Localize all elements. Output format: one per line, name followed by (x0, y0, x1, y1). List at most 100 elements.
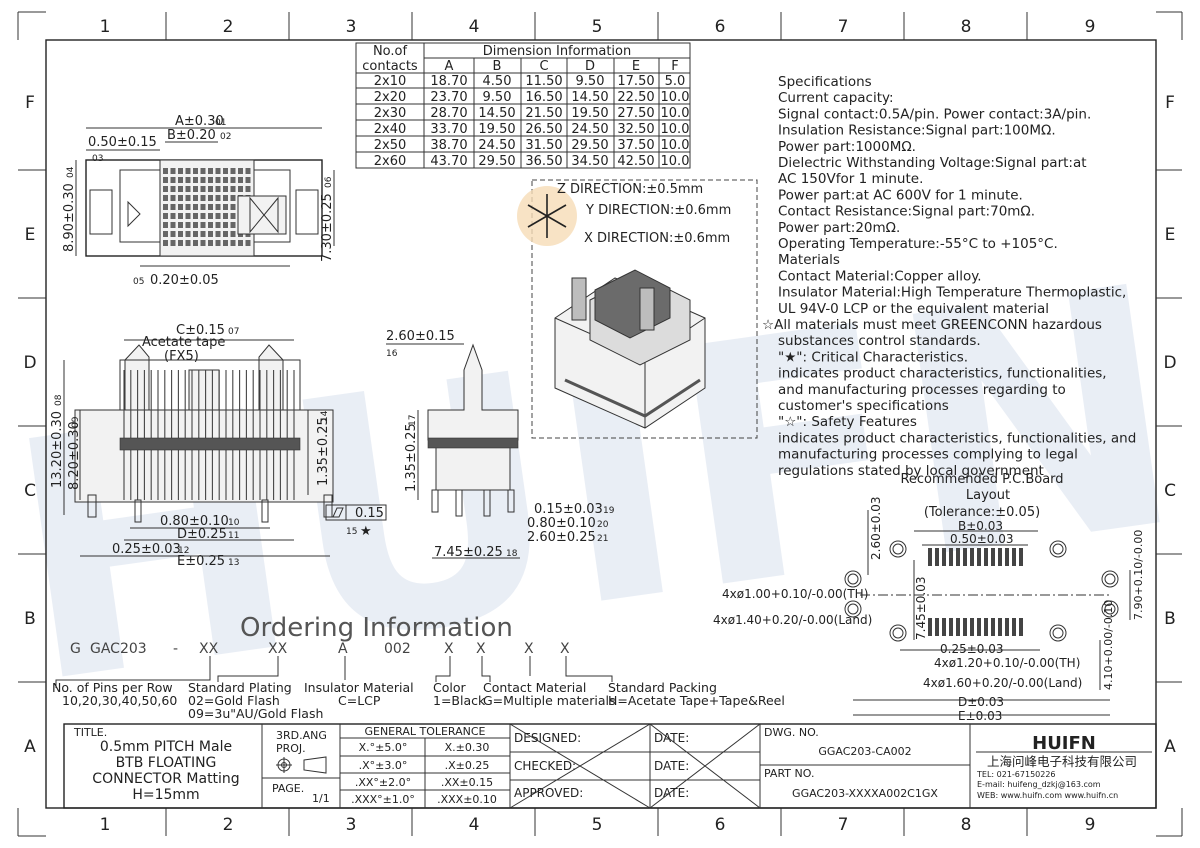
col-label: 8 (961, 17, 972, 37)
dim-tag: 21 (597, 534, 608, 544)
table-cell: 5.0 (665, 74, 686, 89)
spec-line: Operating Temperature:-55°C to +105°C. (778, 236, 1058, 252)
dim-890: 8.90±0.30 (62, 183, 77, 252)
spec-line: Insulation Resistance:Signal part:100MΩ. (778, 123, 1056, 139)
company-tel: TEL: 021-67150226 (976, 770, 1056, 779)
dim-730: 7.30±0.25 (320, 193, 335, 262)
dim-tag: 18 (506, 549, 518, 559)
table-cell: 2x10 (374, 74, 407, 89)
pcb-title: Recommended P.C.Board (900, 472, 1063, 487)
dim-tag: 14 (320, 410, 330, 422)
tolerance-value: .X°±3.0° (359, 759, 408, 772)
date-label: DATE: (654, 786, 689, 800)
tolerance-value: X.°±5.0° (359, 741, 408, 754)
row-label: C (24, 481, 36, 501)
table-cell: 28.70 (430, 106, 467, 121)
table-cell: 31.50 (525, 138, 562, 153)
pcb-title: Layout (966, 488, 1010, 503)
dim-tag: 07 (228, 327, 239, 337)
tolerance-value: .XX±0.15 (441, 776, 493, 789)
tolerance-value: .XX°±2.0° (355, 776, 411, 789)
col-label: 7 (838, 815, 849, 835)
color-value: 1=Black (433, 693, 486, 708)
acetate-tape: Acetate tape (142, 335, 225, 350)
table-cell: 2x30 (374, 106, 407, 121)
table-cell: 11.50 (525, 74, 562, 89)
top-view: A±0.30 01 0.50±0.15 03 B±0.20 02 0.20±0.… (62, 114, 335, 288)
dim-tag: 09 (71, 416, 81, 428)
spec-line: Signal contact:0.5A/pin. Power contact:3… (778, 106, 1091, 122)
ordering-title: Ordering Information (240, 613, 513, 643)
critical-star: ★ (360, 524, 372, 539)
dim-c: C±0.15 (176, 323, 225, 338)
table-cell: 4.50 (483, 74, 512, 89)
table-cell: 42.50 (617, 154, 654, 169)
dwg-number: GGAC203-CA002 (818, 745, 911, 758)
contact-value: G=Multiple materials (483, 693, 615, 708)
spec-line: regulations stated by local government (778, 463, 1044, 479)
col-label: 4 (469, 815, 480, 835)
row-label: F (1165, 93, 1175, 113)
table-col-header: E (632, 59, 640, 74)
table-cell: 23.70 (430, 90, 467, 105)
dim-020: 0.20±0.05 (150, 273, 219, 288)
col-label: 2 (223, 815, 234, 835)
col-label: 7 (838, 17, 849, 37)
dim-tag: 06 (324, 176, 334, 188)
drawing-title: H=15mm (132, 787, 199, 803)
row-label: F (25, 93, 35, 113)
tolerance-header: GENERAL TOLERANCE (364, 725, 485, 738)
table-cell: 37.50 (617, 138, 654, 153)
title-label: TITLE. (73, 726, 107, 739)
col-label: 3 (346, 815, 357, 835)
dim-tag: 01 (215, 118, 226, 128)
dim-d: D±0.25 (177, 527, 227, 542)
code-part: X (476, 641, 486, 657)
row-label: C (1164, 481, 1176, 501)
connector-3d (554, 269, 706, 429)
pcb-dim-d: D±0.03 (958, 695, 1004, 709)
table-cell: 18.70 (430, 74, 467, 89)
spec-line: Contact Resistance:Signal part:70mΩ. (778, 204, 1035, 220)
tolerance-value: .X±0.25 (445, 759, 490, 772)
pcb-layout: Recommended P.C.Board Layout (Tolerance:… (713, 472, 1145, 723)
row-label: E (25, 225, 36, 245)
fx5: (FX5) (164, 349, 199, 364)
x-direction: X DIRECTION:±0.6mm (584, 231, 730, 246)
company-email: E-mail: huifeng_dzkj@163.com (977, 780, 1101, 789)
part-number: GGAC203-XXXXA002C1GX (792, 787, 938, 800)
pins-values: 10,20,30,40,50,60 (62, 693, 177, 708)
spec-line: AC 150Vfor 1 minute. (778, 171, 923, 187)
tolerance-value: .XXX±0.10 (437, 793, 497, 806)
code-part: XX (268, 641, 288, 657)
code-part: - (173, 641, 178, 657)
dim-tag: 02 (220, 132, 231, 142)
table-cell: 32.50 (617, 122, 654, 137)
dim-tag: 08 (54, 394, 64, 406)
table-cell: 10.0 (661, 122, 690, 137)
pcb-dim-050: 0.50±0.03 (950, 532, 1014, 546)
dim-015: 0.15±0.03 (534, 502, 603, 517)
spec-line: substances control standards. (778, 333, 981, 349)
table-cell: 27.50 (617, 106, 654, 121)
front-view: C±0.15 07 Acetate tape (FX5) 0.80±0.10 1… (50, 323, 387, 569)
dim-tag: 10 (228, 518, 240, 528)
row-label: A (1164, 737, 1176, 757)
dim-1320: 13.20±0.30 (50, 411, 65, 488)
plating-label: Standard Plating (188, 680, 292, 695)
dim-080: 0.80±0.10 (527, 516, 596, 531)
col-label: 3 (346, 17, 357, 37)
pcb-dim-b: B±0.03 (958, 519, 1003, 533)
spec-line: Contact Material:Copper alloy. (778, 268, 982, 284)
spec-line: ☆All materials must meet GREENCONN hazar… (762, 317, 1102, 333)
code-part: 002 (384, 641, 411, 657)
table-header: Dimension Information (483, 44, 631, 59)
spec-line: Specifications (778, 74, 872, 90)
proj-label: 3RD.ANG (276, 729, 327, 742)
company-logo: HUIFN (1032, 733, 1096, 754)
pin-array (123, 370, 295, 500)
spec-line: UL 94V-0 LCP or the equivalent material (778, 301, 1049, 317)
col-label: 5 (592, 815, 603, 835)
